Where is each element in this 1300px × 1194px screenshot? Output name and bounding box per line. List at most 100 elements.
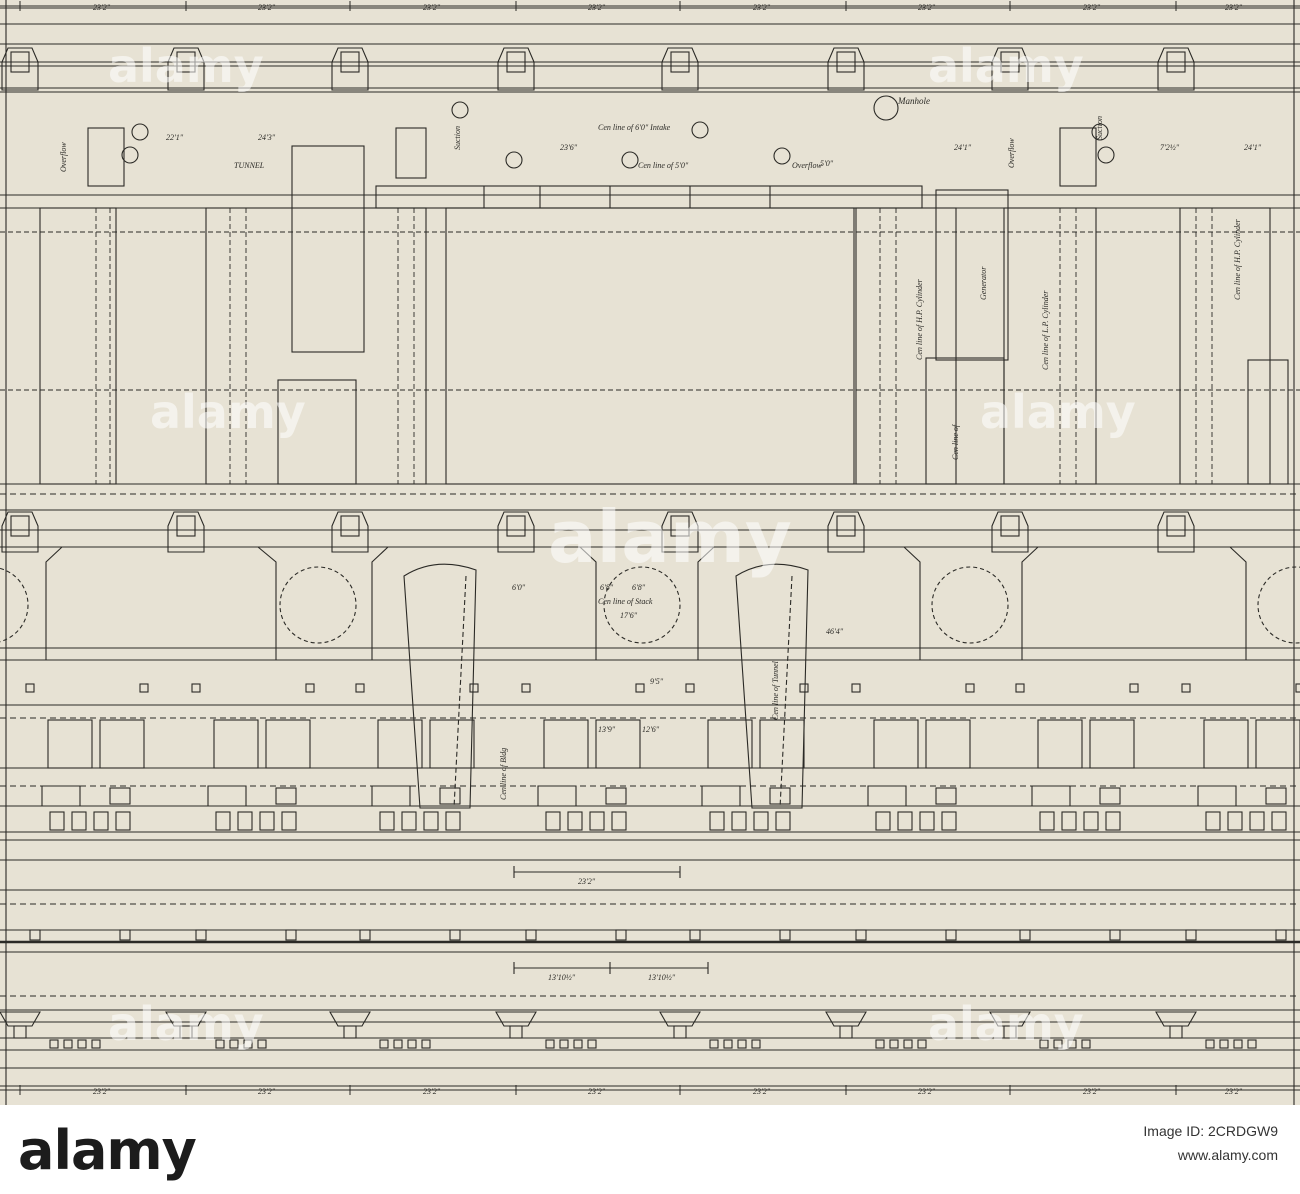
pier-square [855, 929, 867, 941]
row-box [587, 1039, 597, 1049]
bay-box [429, 719, 475, 769]
bay-footing [41, 785, 81, 807]
row-box [49, 1039, 59, 1049]
pump-glyph [545, 811, 561, 831]
column-block-mid [1166, 515, 1186, 537]
half-bay-dim-1: 13'10½" [548, 973, 576, 982]
column-block-mid [340, 515, 360, 537]
row-box [77, 1039, 87, 1049]
row-box [243, 1039, 253, 1049]
column-block-mid [176, 515, 196, 537]
bay-footing [207, 785, 247, 807]
pier-square [285, 929, 297, 941]
pier-square [1181, 683, 1191, 693]
pier-square [1275, 929, 1287, 941]
bay-footing-small [1265, 787, 1287, 805]
bay-footing-small [935, 787, 957, 805]
boiler-housing-4 [1021, 546, 1247, 661]
bottom-dimension-row: 23'2"23'2"23'2"23'2"23'2"23'2"23'2"23'2" [0, 1085, 1300, 1096]
pier-square [195, 929, 207, 941]
row-box [723, 1039, 733, 1049]
overflow-line-label: Cen line of 5'0" [638, 161, 689, 170]
pier-square [1019, 929, 1031, 941]
bay-box [1037, 719, 1083, 769]
pump-glyph [379, 811, 395, 831]
pump-glyph [1205, 811, 1221, 831]
column-cap-mid [827, 511, 865, 553]
pump-glyph [1039, 811, 1055, 831]
bay-dimension-label: 23'2" [1083, 1087, 1101, 1096]
pump-glyph [215, 811, 231, 831]
pier-square [469, 683, 479, 693]
row-box [1081, 1039, 1091, 1049]
bay-dimension-label: 23'2" [1225, 1087, 1243, 1096]
row-box [1067, 1039, 1077, 1049]
dim-9-5: 9'5" [650, 677, 664, 686]
pump-glyph [423, 811, 439, 831]
bay-box [759, 719, 805, 769]
annotations: Manhole TUNNEL Cen line of 6'0" Intake C… [59, 96, 1262, 982]
bay-dimension-label: 23'2" [93, 1087, 111, 1096]
pier-square [689, 929, 701, 941]
footer-url-link[interactable]: www.alamy.com [1177, 1147, 1278, 1163]
building-centerline-label: Cen line of Bldg [499, 748, 508, 800]
pier-square [1015, 683, 1025, 693]
alamy-logo[interactable]: alamy [18, 1119, 197, 1182]
pier-square [29, 929, 41, 941]
bay-box [47, 719, 93, 769]
pump-glyph [115, 811, 131, 831]
floor-plan-svg: Manhole TUNNEL Cen line of 6'0" Intake C… [0, 0, 1300, 1105]
column-cap-top [827, 47, 865, 91]
column-base [343, 1025, 357, 1039]
row-box [379, 1039, 389, 1049]
column-footing [0, 1011, 41, 1027]
pump-glyph [1227, 811, 1243, 831]
bay-box [873, 719, 919, 769]
bay-box [707, 719, 753, 769]
overflow-label-right: Overflow [1007, 138, 1016, 168]
bay-dimension-label: 23'2" [753, 3, 771, 12]
column-cap-top [661, 47, 699, 91]
row-box [559, 1039, 569, 1049]
column-cap-top [991, 47, 1029, 91]
bay-footing [371, 785, 411, 807]
column-cap-top [1157, 47, 1195, 91]
bay-box [1089, 719, 1135, 769]
boiler-drum [0, 567, 29, 643]
draft-tube-left [403, 563, 477, 809]
bay-dimension-label: 23'2" [753, 1087, 771, 1096]
boiler-housing-2 [371, 546, 597, 661]
dim-6-8-b: 6'8" [632, 583, 646, 592]
column-footing [329, 1011, 371, 1027]
column-block-mid [1000, 515, 1020, 537]
column-cap-mid [331, 511, 369, 553]
bay-footing-small [275, 787, 297, 805]
pipe-opening [451, 101, 469, 119]
bay-box [925, 719, 971, 769]
pipe-opening [1091, 123, 1109, 141]
column-cap-top [1, 47, 39, 91]
bay-dimension-label: 23'2" [918, 3, 936, 12]
pump-glyph [49, 811, 65, 831]
pump-glyph [611, 811, 627, 831]
dim-24-1-right: 24'1" [1244, 143, 1262, 152]
bay-dimension-label: 23'2" [423, 1087, 441, 1096]
row-box [1205, 1039, 1215, 1049]
open-bay [445, 207, 855, 485]
overflow-label: Overflow [792, 161, 822, 170]
boiler-housing-1 [45, 546, 277, 661]
image-id: Image ID: 2CRDGW9 [1143, 1123, 1278, 1139]
column-cap-mid [661, 511, 699, 553]
dim-12-6: 12'6" [642, 725, 660, 734]
boiler-drum [931, 566, 1009, 644]
bay-dimension-label: 23'2" [588, 1087, 606, 1096]
bay-dimension-label: 23'2" [1083, 3, 1101, 12]
dim-24-1: 24'1" [954, 143, 972, 152]
pier-square [685, 683, 695, 693]
bay-dimension-label: 23'2" [258, 3, 276, 12]
dim-13-9: 13'9" [598, 725, 616, 734]
row-box [903, 1039, 913, 1049]
pier-square [119, 929, 131, 941]
bay-dimension-label: 23'2" [918, 1087, 936, 1096]
pump-glyph [753, 811, 769, 831]
